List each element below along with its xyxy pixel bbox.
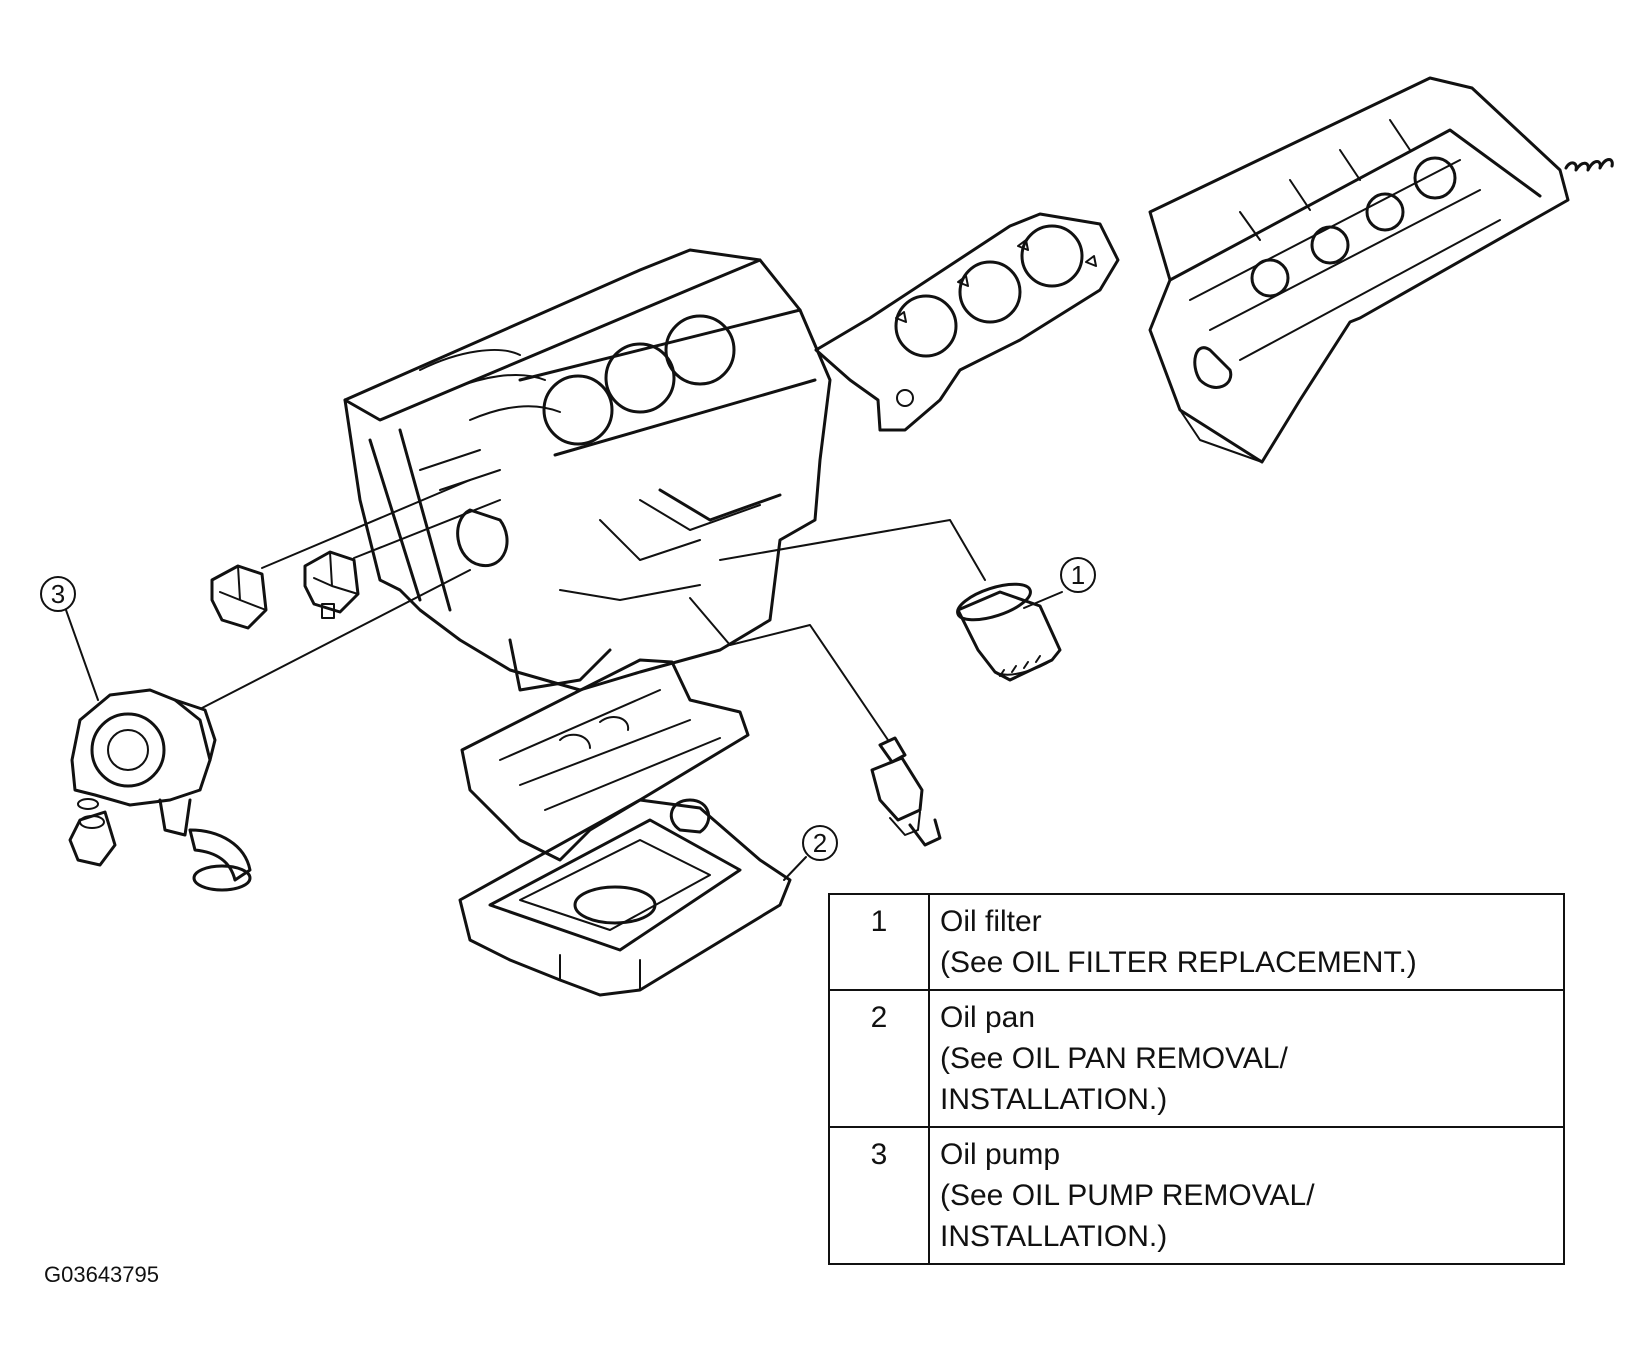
bracket-part: [210, 564, 268, 630]
oil-pressure-switch: [870, 736, 942, 847]
callout-2-label: 2: [813, 828, 827, 858]
legend-row-note: (See OIL FILTER REPLACEMENT.): [940, 946, 1417, 979]
legend-row-description: Oil pump (See OIL PUMP REMOVAL/ INSTALLA…: [928, 1126, 1565, 1265]
callout-3-label: 3: [51, 579, 65, 609]
legend-table: 1 Oil filter (See OIL FILTER REPLACEMENT…: [828, 893, 1565, 1265]
callout-1: 1: [1023, 557, 1096, 609]
head-gasket: [814, 212, 1120, 432]
baffle-plate: [460, 658, 750, 862]
callout-1-label: 1: [1071, 560, 1085, 590]
legend-row: 1 Oil filter (See OIL FILTER REPLACEMENT…: [828, 893, 1565, 991]
oil-pan: [458, 798, 792, 997]
cylinder-block: [343, 248, 832, 692]
legend-row-description: Oil filter (See OIL FILTER REPLACEMENT.): [928, 893, 1565, 991]
legend-row-number: 3: [828, 1126, 930, 1265]
cylinder-head: [1148, 76, 1570, 464]
legend-row: 2 Oil pan (See OIL PAN REMOVAL/ INSTALLA…: [828, 989, 1565, 1128]
legend-row-note: (See OIL PAN REMOVAL/ INSTALLATION.): [940, 1042, 1288, 1116]
oil-pump: [68, 688, 252, 892]
legend-row: 3 Oil pump (See OIL PUMP REMOVAL/ INSTAL…: [828, 1126, 1565, 1265]
callout-3: 3: [40, 576, 99, 701]
legend-row-note: (See OIL PUMP REMOVAL/ INSTALLATION.): [940, 1179, 1315, 1253]
legend-row-description: Oil pan (See OIL PAN REMOVAL/ INSTALLATI…: [928, 989, 1565, 1128]
legend-row-name: Oil pan: [940, 1001, 1036, 1034]
bearing-cap-part: [303, 550, 360, 619]
legend-row-name: Oil pump: [940, 1138, 1061, 1171]
legend-row-number: 1: [828, 893, 930, 991]
oil-filter: [956, 582, 1062, 682]
legend-row-name: Oil filter: [940, 905, 1042, 938]
spring-part: [1564, 158, 1614, 172]
callout-2: 2: [783, 825, 838, 881]
figure-id: G03643795: [44, 1262, 159, 1287]
legend-row-number: 2: [828, 989, 930, 1128]
